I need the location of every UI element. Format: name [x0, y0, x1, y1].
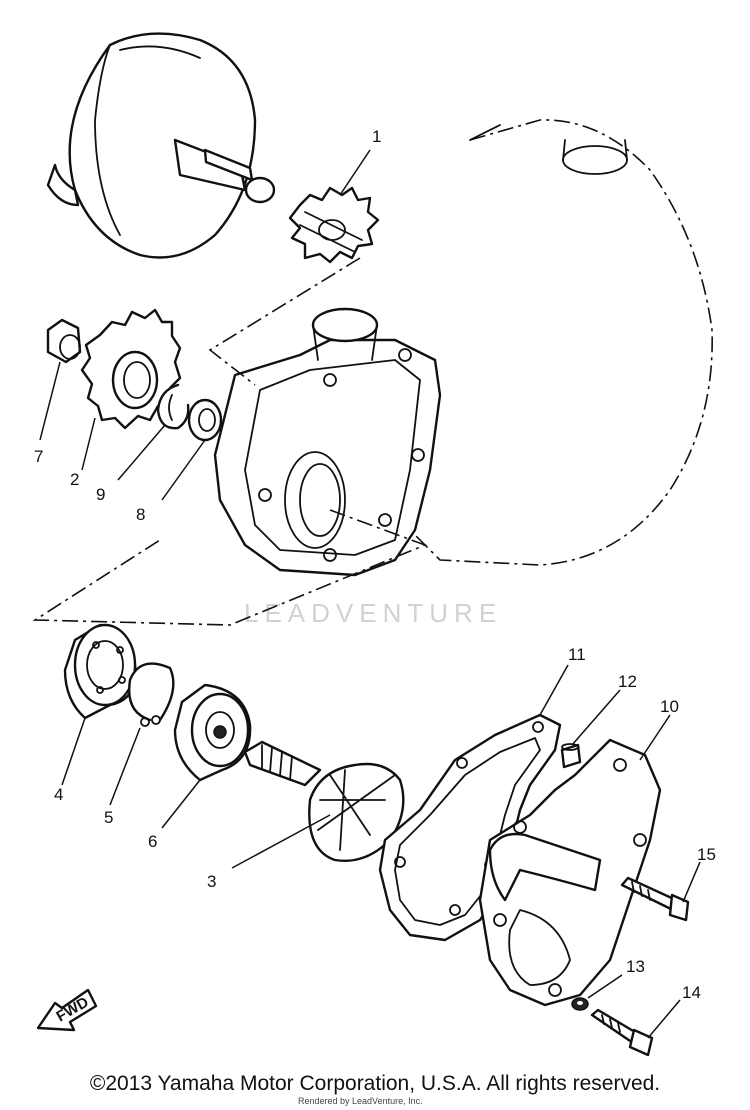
watermark-text: LEADVENTURE	[244, 598, 502, 628]
callout-8: 8	[136, 505, 145, 524]
circlip-5	[109, 662, 175, 806]
callout-9: 9	[96, 485, 105, 504]
washer-8	[161, 398, 223, 501]
callout-6: 6	[148, 832, 157, 851]
fwd-direction-marker: FWD	[36, 988, 98, 1032]
callout-14: 14	[682, 983, 701, 1002]
crankcase-cover	[394, 119, 713, 566]
dowel-pin-12	[560, 689, 621, 769]
callout-10: 10	[660, 697, 679, 716]
callout-13: 13	[626, 957, 645, 976]
callout-2: 2	[70, 470, 79, 489]
drive-gear-1	[288, 149, 380, 264]
callout-15: 15	[697, 845, 716, 864]
bolt-15	[620, 861, 701, 922]
copyright-notice: ©2013 Yamaha Motor Corporation, U.S.A. A…	[89, 1072, 661, 1095]
pump-cover-10	[478, 714, 671, 1007]
flywheel-assembly	[46, 32, 276, 259]
callout-4: 4	[54, 785, 63, 804]
leader-gear	[208, 257, 361, 386]
rendered-by-credit: Rendered by LeadVenture, Inc.	[298, 1096, 423, 1106]
callout-11: 11	[568, 645, 586, 664]
washer-13	[571, 974, 623, 1011]
driven-gear-2	[80, 308, 182, 471]
callout-7: 7	[34, 447, 43, 466]
callout-1: 1	[372, 127, 381, 146]
leader-shaft-axis	[32, 509, 428, 626]
callout-12: 12	[618, 672, 637, 691]
impeller-shaft-3	[231, 740, 405, 869]
pump-housing	[213, 307, 442, 577]
bolt-14	[590, 999, 681, 1057]
callout-3: 3	[207, 872, 216, 891]
circlip-9	[117, 383, 190, 481]
callout-5: 5	[104, 808, 113, 827]
seal-6	[161, 683, 252, 829]
collar-7	[39, 318, 82, 441]
bearing-4	[61, 623, 137, 786]
